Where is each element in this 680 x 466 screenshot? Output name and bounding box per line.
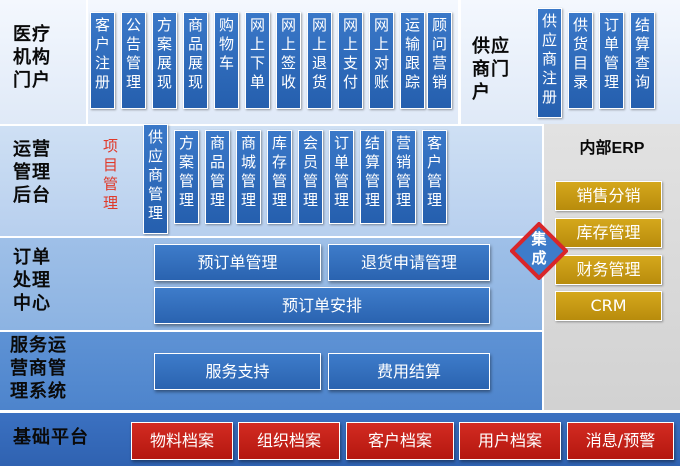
service-support-button[interactable]: 服务支持 [154,353,321,390]
erp-finance-button[interactable]: 财务管理 [555,255,662,285]
ops-tile-supplier-management[interactable]: 供应商管理 [143,124,168,234]
ops-tile-inventory-management[interactable]: 库存管理 [267,130,292,224]
ops-tile-marketing-management[interactable]: 营销管理 [391,130,416,224]
integration-diamond-icon [510,222,568,280]
portal-tile-consultant-marketing[interactable]: 顾问营销 [427,12,452,109]
portal-vertical-divider [458,0,461,124]
ops-tile-order-management[interactable]: 订单管理 [329,130,354,224]
portal-tile-shipment-tracking[interactable]: 运输跟踪 [400,12,425,109]
message-alert-button[interactable]: 消息/预警 [567,422,674,460]
portal-row-label: 医疗 机构 门户 [13,24,51,91]
customer-archive-button[interactable]: 客户档案 [346,422,454,460]
supplier-tile-settlement-query[interactable]: 结算查询 [630,12,655,109]
supplier-tile-order-management[interactable]: 订单管理 [599,12,624,109]
service-row-label: 服务运 营商管 理系统 [10,335,67,402]
fee-settlement-button[interactable]: 费用结算 [328,353,490,390]
portal-vertical-divider-2 [86,0,88,124]
supplier-tile-register[interactable]: 供应商注册 [537,8,562,118]
return-request-management-button[interactable]: 退货申请管理 [328,244,490,281]
ops-tile-product-management[interactable]: 商品管理 [205,130,230,224]
erp-title: 内部ERP [579,140,645,157]
user-archive-button[interactable]: 用户档案 [459,422,561,460]
material-archive-button[interactable]: 物料档案 [131,422,233,460]
ops-tile-customer-management[interactable]: 客户管理 [422,130,447,224]
row-divider [0,124,542,126]
pre-order-management-button[interactable]: 预订单管理 [154,244,321,281]
portal-tile-online-receipt[interactable]: 网上签收 [276,12,301,109]
portal-tile-online-payment[interactable]: 网上支付 [338,12,363,109]
ops-tile-mall-management[interactable]: 商城管理 [236,130,261,224]
ops-tile-project-management[interactable]: 项目管理 [102,137,118,212]
row-divider [0,330,542,332]
organization-archive-button[interactable]: 组织档案 [238,422,340,460]
ops-tile-settlement-management[interactable]: 结算管理 [360,130,385,224]
portal-tile-product-display[interactable]: 商品展现 [183,12,208,109]
erp-inventory-button[interactable]: 库存管理 [555,218,662,248]
portal-tile-shopping-cart[interactable]: 购物车 [214,12,239,109]
row-divider [0,410,680,413]
base-band [0,410,680,466]
supplier-row-label: 供应 商门 户 [472,36,510,103]
ops-tile-solution-management[interactable]: 方案管理 [174,130,199,224]
erp-sales-button[interactable]: 销售分销 [555,181,662,211]
ops-tile-member-management[interactable]: 会员管理 [298,130,323,224]
portal-tile-notice-management[interactable]: 公告管理 [121,12,146,109]
portal-tile-online-order[interactable]: 网上下单 [245,12,270,109]
supplier-tile-catalog[interactable]: 供货目录 [568,12,593,109]
portal-tile-online-return[interactable]: 网上退货 [307,12,332,109]
pre-order-arrangement-button[interactable]: 预订单安排 [154,287,490,324]
base-row-label: 基础平台 [13,427,89,448]
row-divider [0,236,542,238]
erp-crm-button[interactable]: CRM [555,291,662,321]
portal-tile-online-reconcile[interactable]: 网上对账 [369,12,394,109]
order-row-label: 订单 处理 中心 [13,247,51,314]
integration-label: 集 成 [531,230,547,267]
portal-tile-solution-display[interactable]: 方案展现 [152,12,177,109]
portal-tile-customer-register[interactable]: 客户注册 [90,12,115,109]
ops-row-label: 运营 管理 后台 [13,139,51,206]
